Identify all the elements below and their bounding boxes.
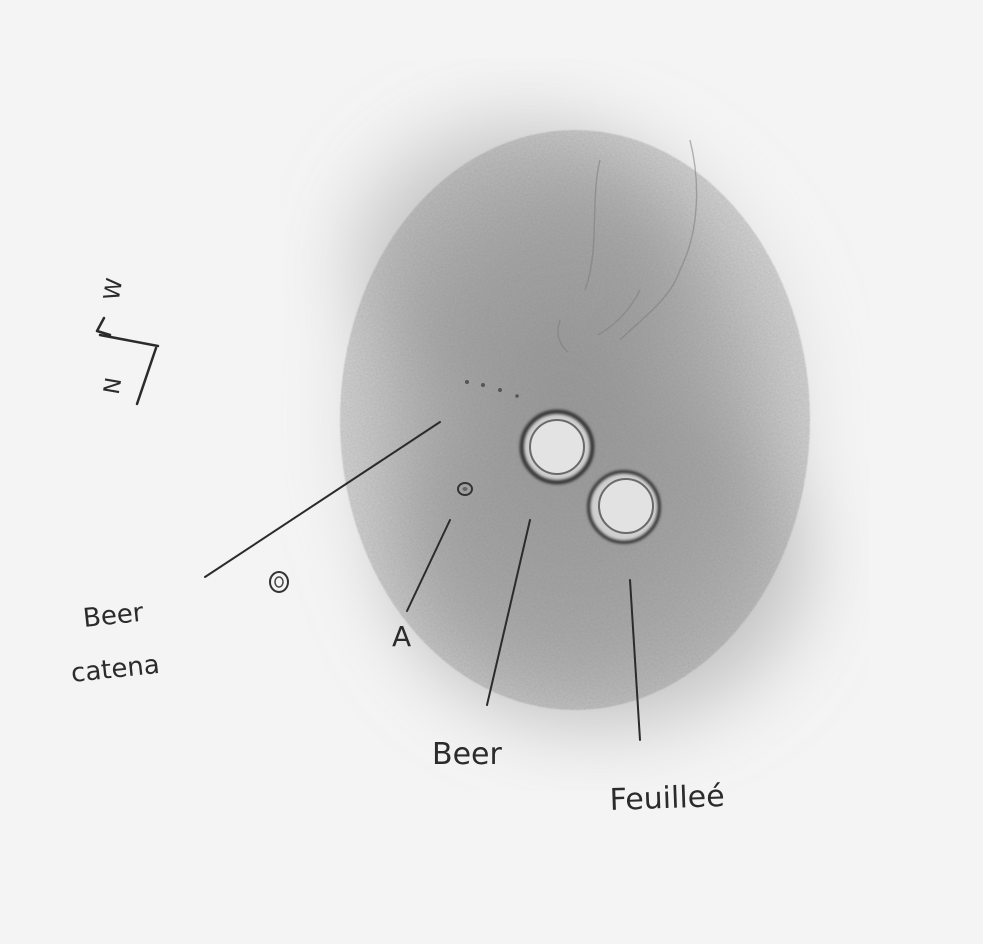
leader-beer-catena: [204, 421, 441, 578]
ridge-streaks: [557, 139, 698, 353]
crater-feuillee: [587, 470, 661, 544]
leader-crater-a: [406, 519, 451, 612]
arrow-head: [95, 316, 112, 337]
catena-dots: [465, 380, 519, 398]
orientation-west-label: W: [100, 276, 128, 302]
label-crater-a: A: [392, 620, 411, 653]
leader-lines: [204, 421, 641, 741]
beer-catena-crater: [269, 571, 289, 593]
west-arrow-line: [98, 333, 160, 348]
orientation-north-label: N: [100, 376, 127, 397]
crater-beer: [519, 409, 595, 485]
label-crater-feuillee: Feuilleé: [609, 779, 725, 818]
crater-a: [457, 482, 473, 496]
label-crater-beer: Beer: [432, 737, 502, 772]
north-arrow-line: [135, 346, 158, 406]
leader-crater-beer: [486, 519, 531, 706]
orientation-marker: [95, 316, 160, 406]
leader-crater-feuillee: [629, 579, 641, 741]
label-beer-catena-line1: Beer: [82, 598, 146, 634]
